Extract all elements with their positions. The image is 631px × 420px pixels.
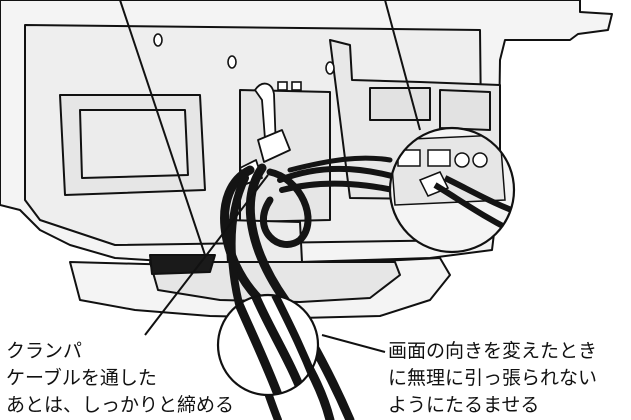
callout-swivel-line-3: ようにたるませる: [388, 394, 540, 416]
callout-swivel-line-2: に無理に引っ張られない: [388, 367, 598, 389]
callout-clamp-line-1: クランパ: [6, 340, 83, 362]
tv-stand: [69, 219, 451, 319]
callout-clamp-line-2: ケーブルを通した: [6, 367, 157, 389]
callout-swivel-line-1: 画面の向きを変えたとき: [388, 340, 598, 362]
leader-lines: [119, 0, 421, 353]
leader-line-clamp: [144, 174, 269, 336]
slack-detail-circle: [216, 293, 320, 397]
leader-line-swivel: [321, 334, 386, 353]
connector-detail-circle: [388, 126, 516, 254]
leader-line-top-left: [119, 0, 206, 256]
screw-holes: [153, 33, 335, 91]
callout-clamp-line-3: あとは、しっかりと締める: [6, 394, 235, 416]
callout-clamp: クランパ ケーブルを通した あとは、しっかりと締める: [6, 338, 234, 419]
tv-back-panel: [0, 0, 613, 263]
callout-swivel-slack: 画面の向きを変えたとき に無理に引っ張られない ようにたるませる: [388, 338, 597, 419]
leader-line-top-right: [384, 0, 421, 131]
